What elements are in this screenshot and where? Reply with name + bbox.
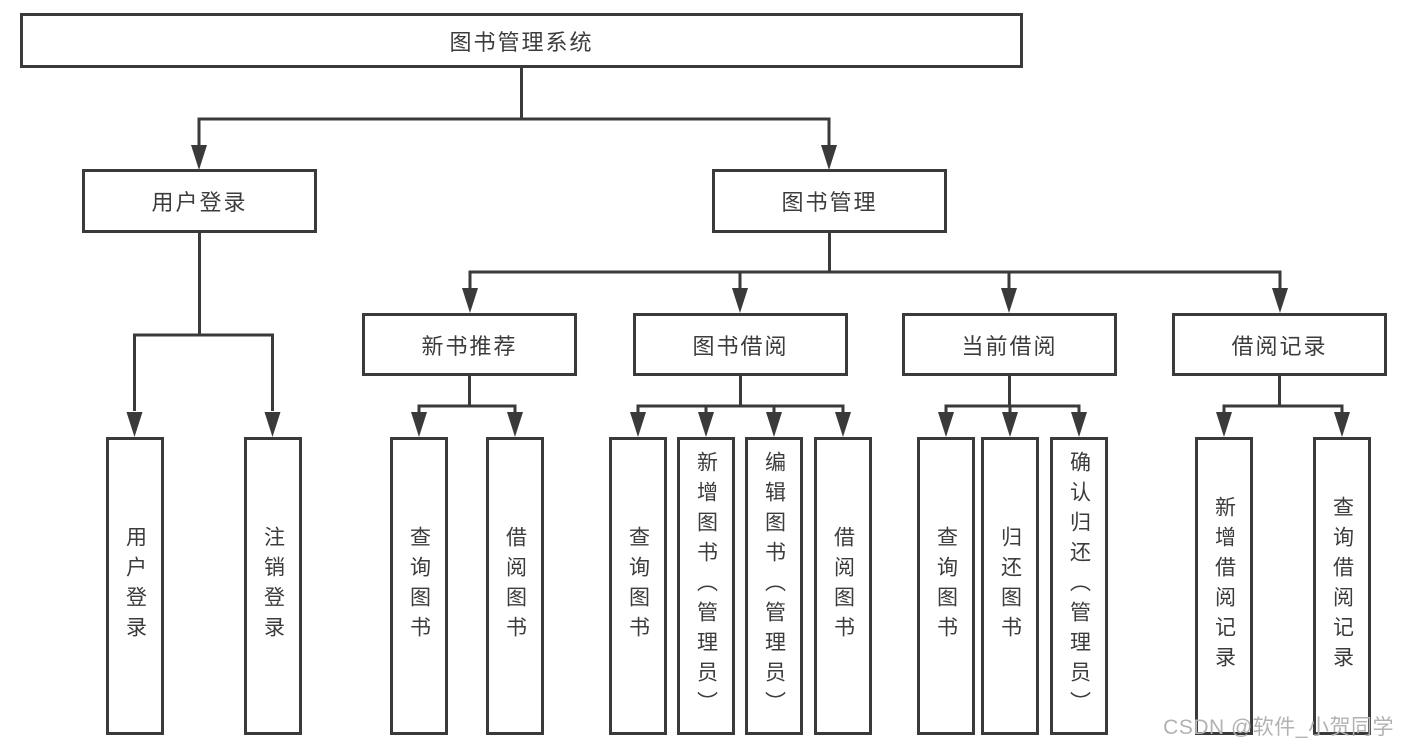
node-leaf-add-borrow-record: 新增借阅记录: [1195, 437, 1253, 735]
node-leaf-query-books-borrow-label: 查询图书: [626, 526, 650, 646]
node-borrow-records: 借阅记录: [1172, 313, 1387, 376]
node-library-system: 图书管理系统: [20, 13, 1023, 68]
node-user-login: 用户登录: [82, 169, 317, 233]
node-current-borrow: 当前借阅: [902, 313, 1117, 376]
tree-edges: [133, 68, 1344, 413]
node-leaf-borrow-books-recommend-label: 借阅图书: [503, 526, 527, 646]
node-leaf-query-books-borrow: 查询图书: [609, 437, 667, 735]
node-leaf-return-books-label: 归还图书: [998, 526, 1022, 646]
node-leaf-borrow-books-recommend: 借阅图书: [486, 437, 544, 735]
node-book-borrow-label: 图书借阅: [692, 333, 789, 359]
node-leaf-add-books-admin: 新增图书（管理员）: [677, 437, 735, 735]
node-leaf-query-borrow-record: 查询借阅记录: [1313, 437, 1371, 735]
arrowhead-icons: [126, 145, 1350, 437]
node-leaf-edit-books-admin: 编辑图书（管理员）: [745, 437, 803, 735]
node-new-book-recommend-label: 新书推荐: [421, 333, 518, 359]
node-leaf-query-borrow-record-label: 查询借阅记录: [1330, 496, 1354, 676]
node-leaf-query-books-current: 查询图书: [917, 437, 975, 735]
node-leaf-logout-label: 注销登录: [261, 526, 285, 646]
node-leaf-borrow-books-label: 借阅图书: [831, 526, 855, 646]
node-borrow-records-label: 借阅记录: [1231, 333, 1328, 359]
node-user-login-label: 用户登录: [151, 190, 248, 215]
node-new-book-recommend: 新书推荐: [362, 313, 577, 376]
node-book-management: 图书管理: [712, 169, 947, 233]
node-leaf-add-books-admin-label: 新增图书（管理员）: [694, 451, 718, 721]
node-leaf-query-books-recommend: 查询图书: [390, 437, 448, 735]
node-library-system-label: 图书管理系统: [449, 29, 594, 55]
node-leaf-return-books: 归还图书: [981, 437, 1039, 735]
node-leaf-confirm-return-admin: 确认归还（管理员）: [1050, 437, 1108, 735]
node-leaf-edit-books-admin-label: 编辑图书（管理员）: [762, 451, 786, 721]
node-leaf-logout: 注销登录: [244, 437, 302, 735]
node-leaf-query-books-recommend-label: 查询图书: [407, 526, 431, 646]
node-leaf-user-login: 用户登录: [106, 437, 164, 735]
node-current-borrow-label: 当前借阅: [961, 333, 1058, 359]
csdn-watermark: CSDN @软件_小贺同学: [1163, 716, 1394, 739]
node-leaf-user-login-label: 用户登录: [123, 526, 147, 646]
node-leaf-add-borrow-record-label: 新增借阅记录: [1212, 496, 1236, 676]
node-leaf-query-books-current-label: 查询图书: [934, 526, 958, 646]
node-book-borrow: 图书借阅: [633, 313, 848, 376]
node-book-management-label: 图书管理: [781, 190, 878, 215]
node-leaf-confirm-return-admin-label: 确认归还（管理员）: [1067, 451, 1091, 721]
node-leaf-borrow-books: 借阅图书: [814, 437, 872, 735]
